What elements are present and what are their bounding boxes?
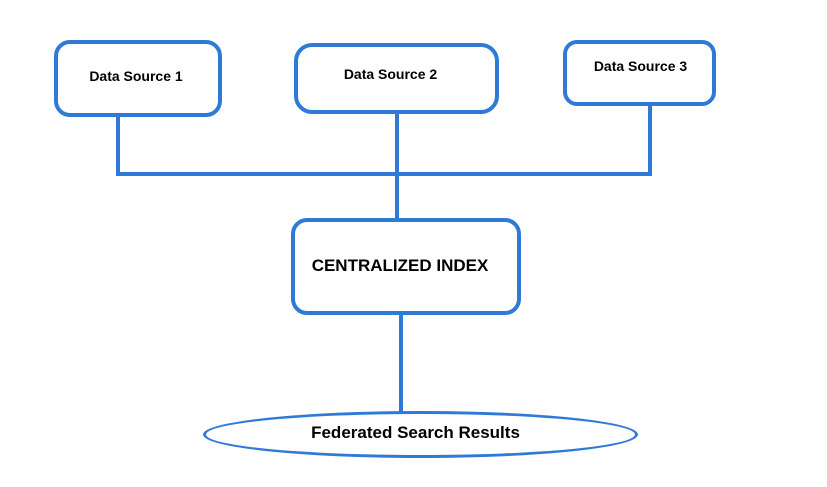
centralized-index-label: CENTRALIZED INDEX bbox=[311, 255, 489, 275]
federated-search-results-box: Federated Search Results bbox=[203, 411, 638, 458]
data-source-2-label: Data Source 2 bbox=[343, 65, 438, 82]
data-source-2-box: Data Source 2 bbox=[294, 43, 499, 114]
data-source-1-box: Data Source 1 bbox=[54, 40, 222, 117]
federated-search-results-label: Federated Search Results bbox=[311, 422, 520, 442]
centralized-index-box: CENTRALIZED INDEX bbox=[291, 218, 521, 315]
data-source-3-label: Data Source 3 bbox=[593, 58, 688, 74]
data-source-1-label: Data Source 1 bbox=[89, 67, 183, 84]
data-source-3-box: Data Source 3 bbox=[563, 40, 716, 106]
